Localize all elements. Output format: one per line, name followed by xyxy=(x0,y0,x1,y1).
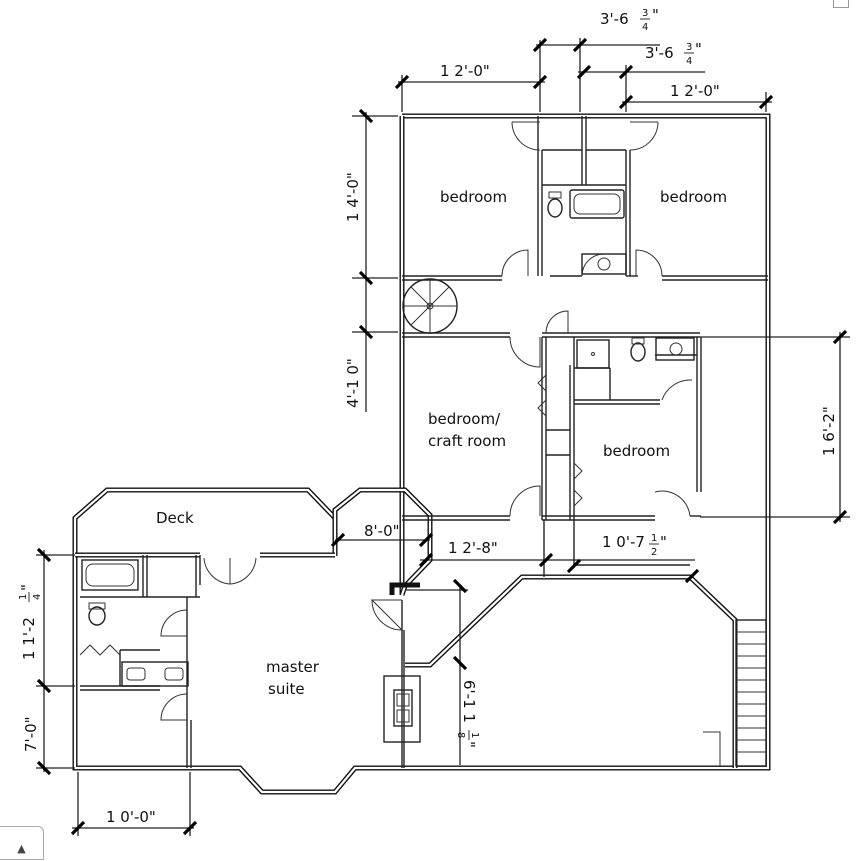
dim-master-left-upper-num: 1 xyxy=(18,594,29,600)
dim-top-right: 1 2'-0" xyxy=(670,82,720,100)
dim-master-left-upper-den: 4 xyxy=(32,594,43,600)
dim-diag-den: 8 xyxy=(455,732,466,738)
dim-left-mid: 4'-1 0" xyxy=(344,358,362,408)
dim-hall-a-den: 4 xyxy=(642,22,648,33)
room-bedroom-craft-line1: bedroom/ xyxy=(428,410,501,428)
checkbox[interactable] xyxy=(833,0,849,8)
dim-hall-a-num: 3 xyxy=(642,8,648,19)
dim-master-left-upper-inch: " xyxy=(18,584,36,591)
dim-mid-b-num: 1 xyxy=(651,533,657,544)
room-master-line2: suite xyxy=(268,680,305,698)
stairs xyxy=(703,619,767,767)
room-deck: Deck xyxy=(156,509,194,527)
dim-diag-whole: 6'-1 1 xyxy=(460,680,478,723)
dim-bottom: 1 0'-0" xyxy=(106,808,156,826)
dim-diag-inch: " xyxy=(460,741,478,748)
scroll-up-button[interactable]: ▲ xyxy=(0,826,44,860)
dimension-labels: 1 2'-0" 1 2'-0" 3'-6 3 4 " 3'-6 3 4 " 1 … xyxy=(18,6,838,826)
dim-hall-a-whole: 3'-6 xyxy=(600,10,629,28)
dim-mid-b-whole: 1 0'-7 xyxy=(602,533,645,551)
room-bedroom-e: bedroom xyxy=(603,442,670,460)
room-labels: bedroom bedroom bedroom/ craft room bedr… xyxy=(156,188,727,698)
dim-top-left: 1 2'-0" xyxy=(440,62,490,80)
dim-mid-b-inch: " xyxy=(660,533,667,551)
room-bedroom-craft-line2: craft room xyxy=(428,432,506,450)
room-bedroom-nw: bedroom xyxy=(440,188,507,206)
interior-walls xyxy=(80,116,768,768)
dim-hall-b-whole: 3'-6 xyxy=(645,44,674,62)
dim-hall-b-num: 3 xyxy=(686,42,692,53)
dim-diag-num: 1 xyxy=(469,732,480,738)
doors xyxy=(160,121,693,721)
dim-hall-b-den: 4 xyxy=(686,56,692,67)
dimension-lines xyxy=(36,37,850,836)
dim-master-left-lower: 7'-0" xyxy=(22,716,40,752)
dim-bay: 8'-0" xyxy=(364,522,400,540)
room-bedroom-ne: bedroom xyxy=(660,188,727,206)
dim-hall-a-inch: " xyxy=(652,6,659,24)
room-master-line1: master xyxy=(266,658,320,676)
spiral-stair xyxy=(402,278,458,334)
dim-hall-b-inch: " xyxy=(695,40,702,58)
dim-left-upper: 1 4'-0" xyxy=(344,172,362,222)
dim-master-left-upper-whole: 1 1'-2 xyxy=(20,617,38,660)
dim-right-mid: 1 6'-2" xyxy=(820,406,838,456)
dim-mid-b-den: 2 xyxy=(651,547,657,558)
fixtures xyxy=(79,189,767,767)
caret-up-icon: ▲ xyxy=(17,842,26,855)
dim-mid-a: 1 2'-8" xyxy=(448,539,498,557)
